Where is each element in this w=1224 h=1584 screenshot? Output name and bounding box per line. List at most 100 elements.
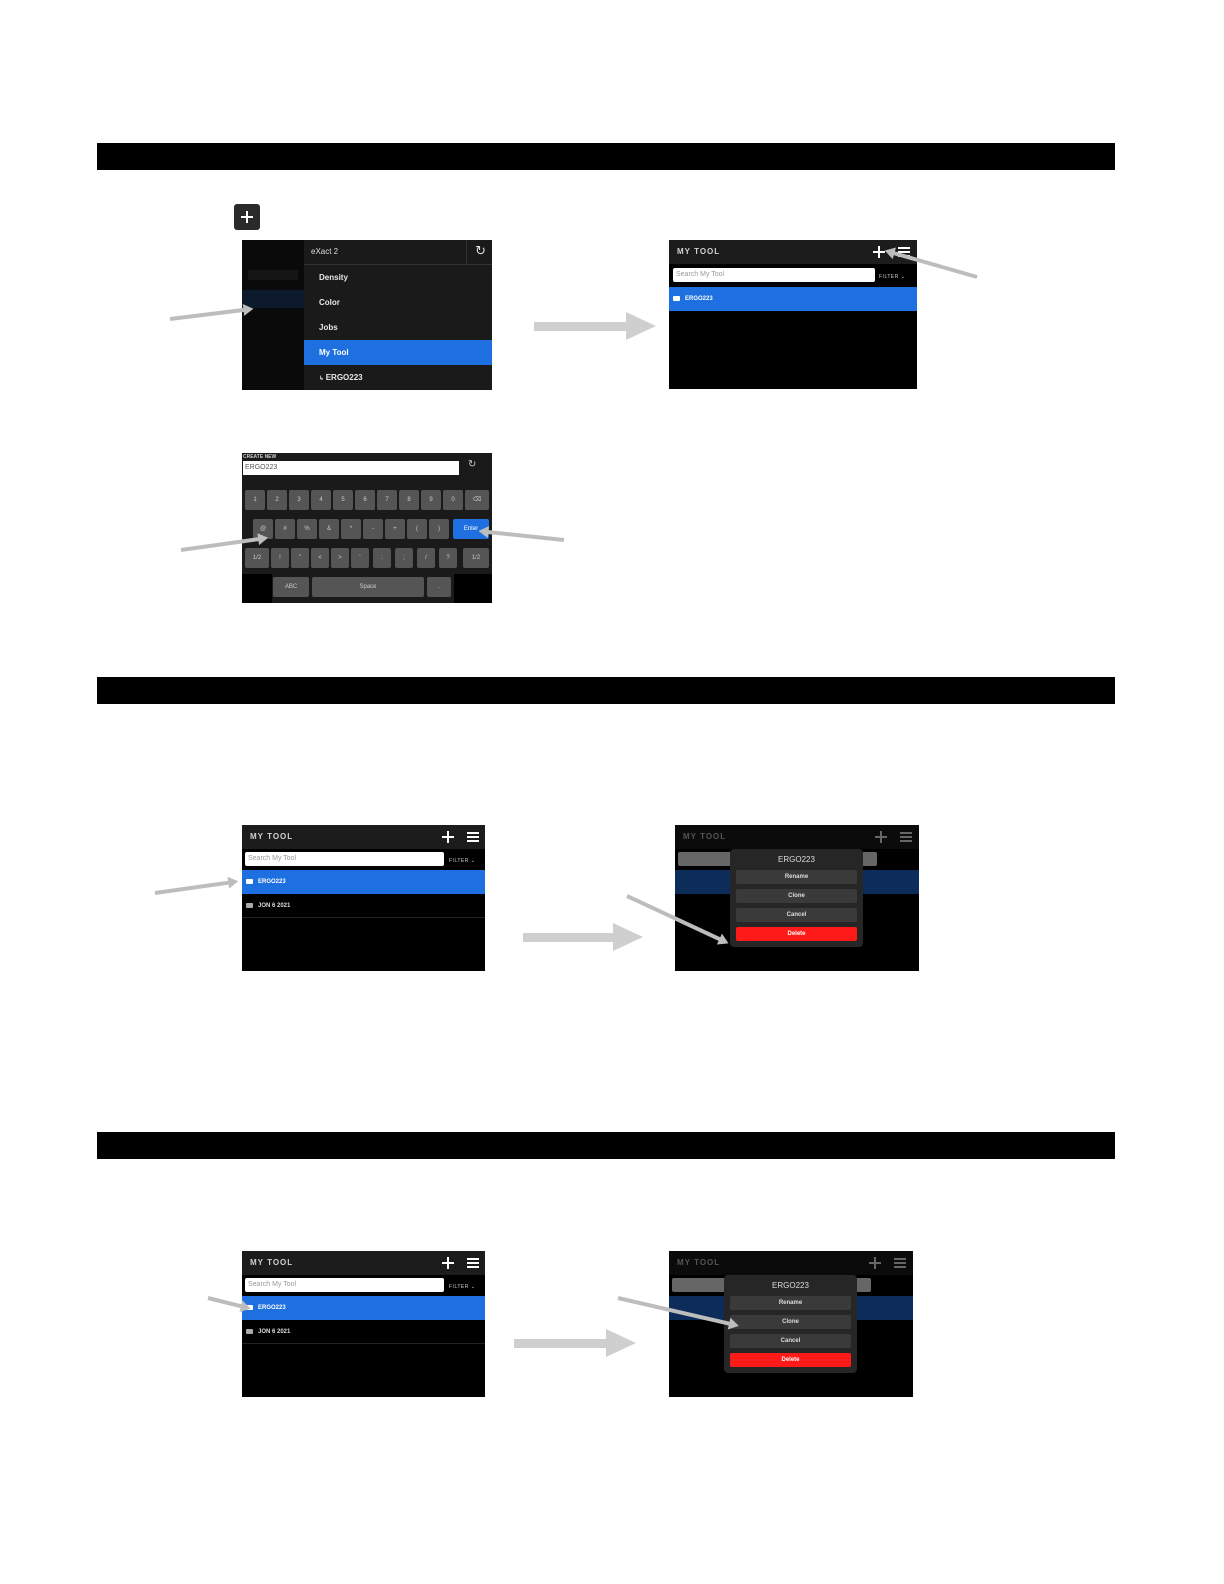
key-0[interactable]: 0 <box>443 490 463 510</box>
key-percent[interactable]: % <box>297 519 317 539</box>
key-period[interactable]: . <box>427 577 451 597</box>
refresh-icon[interactable]: ↻ <box>475 243 486 258</box>
my-tool-header: MY TOOL <box>242 1251 485 1275</box>
section-header-bar-2 <box>97 677 1115 704</box>
plus-icon[interactable] <box>442 831 454 843</box>
list-item[interactable]: ERGO223 <box>242 870 485 894</box>
rename-button[interactable]: Rename <box>730 1296 851 1310</box>
menu-item-my-tool[interactable]: My Tool <box>304 340 492 365</box>
my-tool-screenshot-1: MY TOOL Search My Tool FILTER ⌄ ERGO223 <box>669 240 917 389</box>
hamburger-menu-icon[interactable] <box>467 832 479 842</box>
clone-button[interactable]: Clone <box>736 889 857 903</box>
search-input[interactable]: Search My Tool <box>245 852 444 866</box>
my-tool-header: MY TOOL <box>669 240 917 264</box>
refresh-icon[interactable]: ↻ <box>468 459 477 470</box>
dialog-title: ERGO223 <box>772 1281 809 1290</box>
key-shift-right[interactable]: 1/2 <box>463 548 489 568</box>
key-semicolon[interactable]: ; <box>395 548 413 568</box>
key-ampersand[interactable]: & <box>319 519 339 539</box>
key-asterisk[interactable]: * <box>341 519 361 539</box>
folder-icon <box>673 296 680 301</box>
list-item-label: JON 6 2021 <box>258 1329 291 1335</box>
key-9[interactable]: 9 <box>421 490 441 510</box>
rename-button[interactable]: Rename <box>736 870 857 884</box>
list-item[interactable]: ERGO223 <box>669 287 917 311</box>
key-backspace[interactable]: ⌫ <box>465 490 489 510</box>
folder-icon <box>246 1329 253 1334</box>
key-7[interactable]: 7 <box>377 490 397 510</box>
plus-icon[interactable] <box>442 1257 454 1269</box>
pointer-arrow <box>486 529 565 542</box>
subitem-arrow-icon: ↳ <box>319 376 326 382</box>
main-menu-screenshot: eXact 2 ↻ Density Color Jobs My Tool ↳ E… <box>242 240 492 390</box>
create-new-title: CREATE NEW <box>243 454 277 460</box>
key-1[interactable]: 1 <box>245 490 265 510</box>
menu-item-density[interactable]: Density <box>319 273 348 282</box>
filter-dropdown[interactable]: FILTER ⌄ <box>449 1284 476 1290</box>
name-input[interactable]: ERGO223 <box>243 461 459 475</box>
key-6[interactable]: 6 <box>355 490 375 510</box>
key-hash[interactable]: # <box>275 519 295 539</box>
key-less-than[interactable]: < <box>311 548 329 568</box>
my-tool-header: MY TOOL <box>242 825 485 849</box>
filter-dropdown[interactable]: FILTER ⌄ <box>449 858 476 864</box>
filter-dropdown[interactable]: FILTER ⌄ <box>879 274 906 280</box>
key-abc[interactable]: ABC <box>273 577 309 597</box>
key-exclaim[interactable]: ! <box>271 548 289 568</box>
filter-label: FILTER <box>449 858 469 864</box>
delete-button[interactable]: Delete <box>736 927 857 941</box>
section-header-bar-1 <box>97 143 1115 170</box>
my-tool-title: MY TOOL <box>250 1258 294 1267</box>
list-item[interactable]: JON 6 2021 <box>242 894 485 918</box>
pointer-arrow <box>169 307 246 321</box>
plus-icon[interactable] <box>873 246 885 258</box>
flow-arrow <box>534 312 656 340</box>
cancel-button[interactable]: Cancel <box>736 908 857 922</box>
key-minus[interactable]: - <box>363 519 383 539</box>
list-item[interactable]: JON 6 2021 <box>242 1320 485 1344</box>
key-shift-left[interactable]: 1/2 <box>245 548 269 568</box>
list-item-label: ERGO223 <box>685 296 713 302</box>
key-plus[interactable]: + <box>385 519 405 539</box>
key-3[interactable]: 3 <box>289 490 309 510</box>
add-button[interactable] <box>234 204 260 230</box>
clone-button[interactable]: Clone <box>730 1315 851 1329</box>
key-open-paren[interactable]: ( <box>407 519 427 539</box>
my-tool-list-screenshot-3: MY TOOL Search My Tool FILTER ⌄ ERGO223 … <box>242 1251 485 1397</box>
key-2[interactable]: 2 <box>267 490 287 510</box>
key-greater-than[interactable]: > <box>331 548 349 568</box>
key-4[interactable]: 4 <box>311 490 331 510</box>
key-space[interactable]: Space <box>312 577 424 597</box>
pointer-arrow <box>154 880 231 895</box>
my-tool-list-screenshot-2: MY TOOL Search My Tool FILTER ⌄ ERGO223 … <box>242 825 485 971</box>
menu-item-ergo223[interactable]: ↳ ERGO223 <box>304 365 492 390</box>
menu-item-ergo223-label: ERGO223 <box>325 373 363 382</box>
search-input[interactable]: Search My Tool <box>245 1278 444 1292</box>
menu-item-color[interactable]: Color <box>319 298 340 307</box>
my-tool-title: MY TOOL <box>677 247 721 256</box>
plus-icon <box>241 211 253 223</box>
key-5[interactable]: 5 <box>333 490 353 510</box>
delete-button[interactable]: Delete <box>730 1353 851 1367</box>
folder-icon <box>246 903 253 908</box>
list-item-label: ERGO223 <box>258 1305 286 1311</box>
filter-label: FILTER <box>449 1284 469 1290</box>
key-8[interactable]: 8 <box>399 490 419 510</box>
hamburger-menu-icon[interactable] <box>467 1258 479 1268</box>
list-item[interactable]: ERGO223 <box>242 1296 485 1320</box>
key-slash[interactable]: / <box>417 548 435 568</box>
list-item-label: ERGO223 <box>258 879 286 885</box>
options-dialog: ERGO223 Rename Clone Cancel Delete <box>724 1275 857 1373</box>
menu-header: eXact 2 ↻ <box>304 240 492 265</box>
key-apostrophe[interactable]: ' <box>351 548 369 568</box>
menu-item-jobs[interactable]: Jobs <box>319 323 338 332</box>
search-input[interactable]: Search My Tool <box>673 268 875 282</box>
cancel-button[interactable]: Cancel <box>730 1334 851 1348</box>
flow-arrow <box>523 923 643 951</box>
key-close-paren[interactable]: ) <box>429 519 449 539</box>
key-colon[interactable]: : <box>373 548 391 568</box>
dialog-title: ERGO223 <box>778 855 815 864</box>
key-question[interactable]: ? <box>439 548 457 568</box>
keyboard-screenshot: CREATE NEW ERGO223 ↻ 1 2 3 4 5 6 7 8 9 0… <box>242 453 492 603</box>
key-quote[interactable]: " <box>291 548 309 568</box>
